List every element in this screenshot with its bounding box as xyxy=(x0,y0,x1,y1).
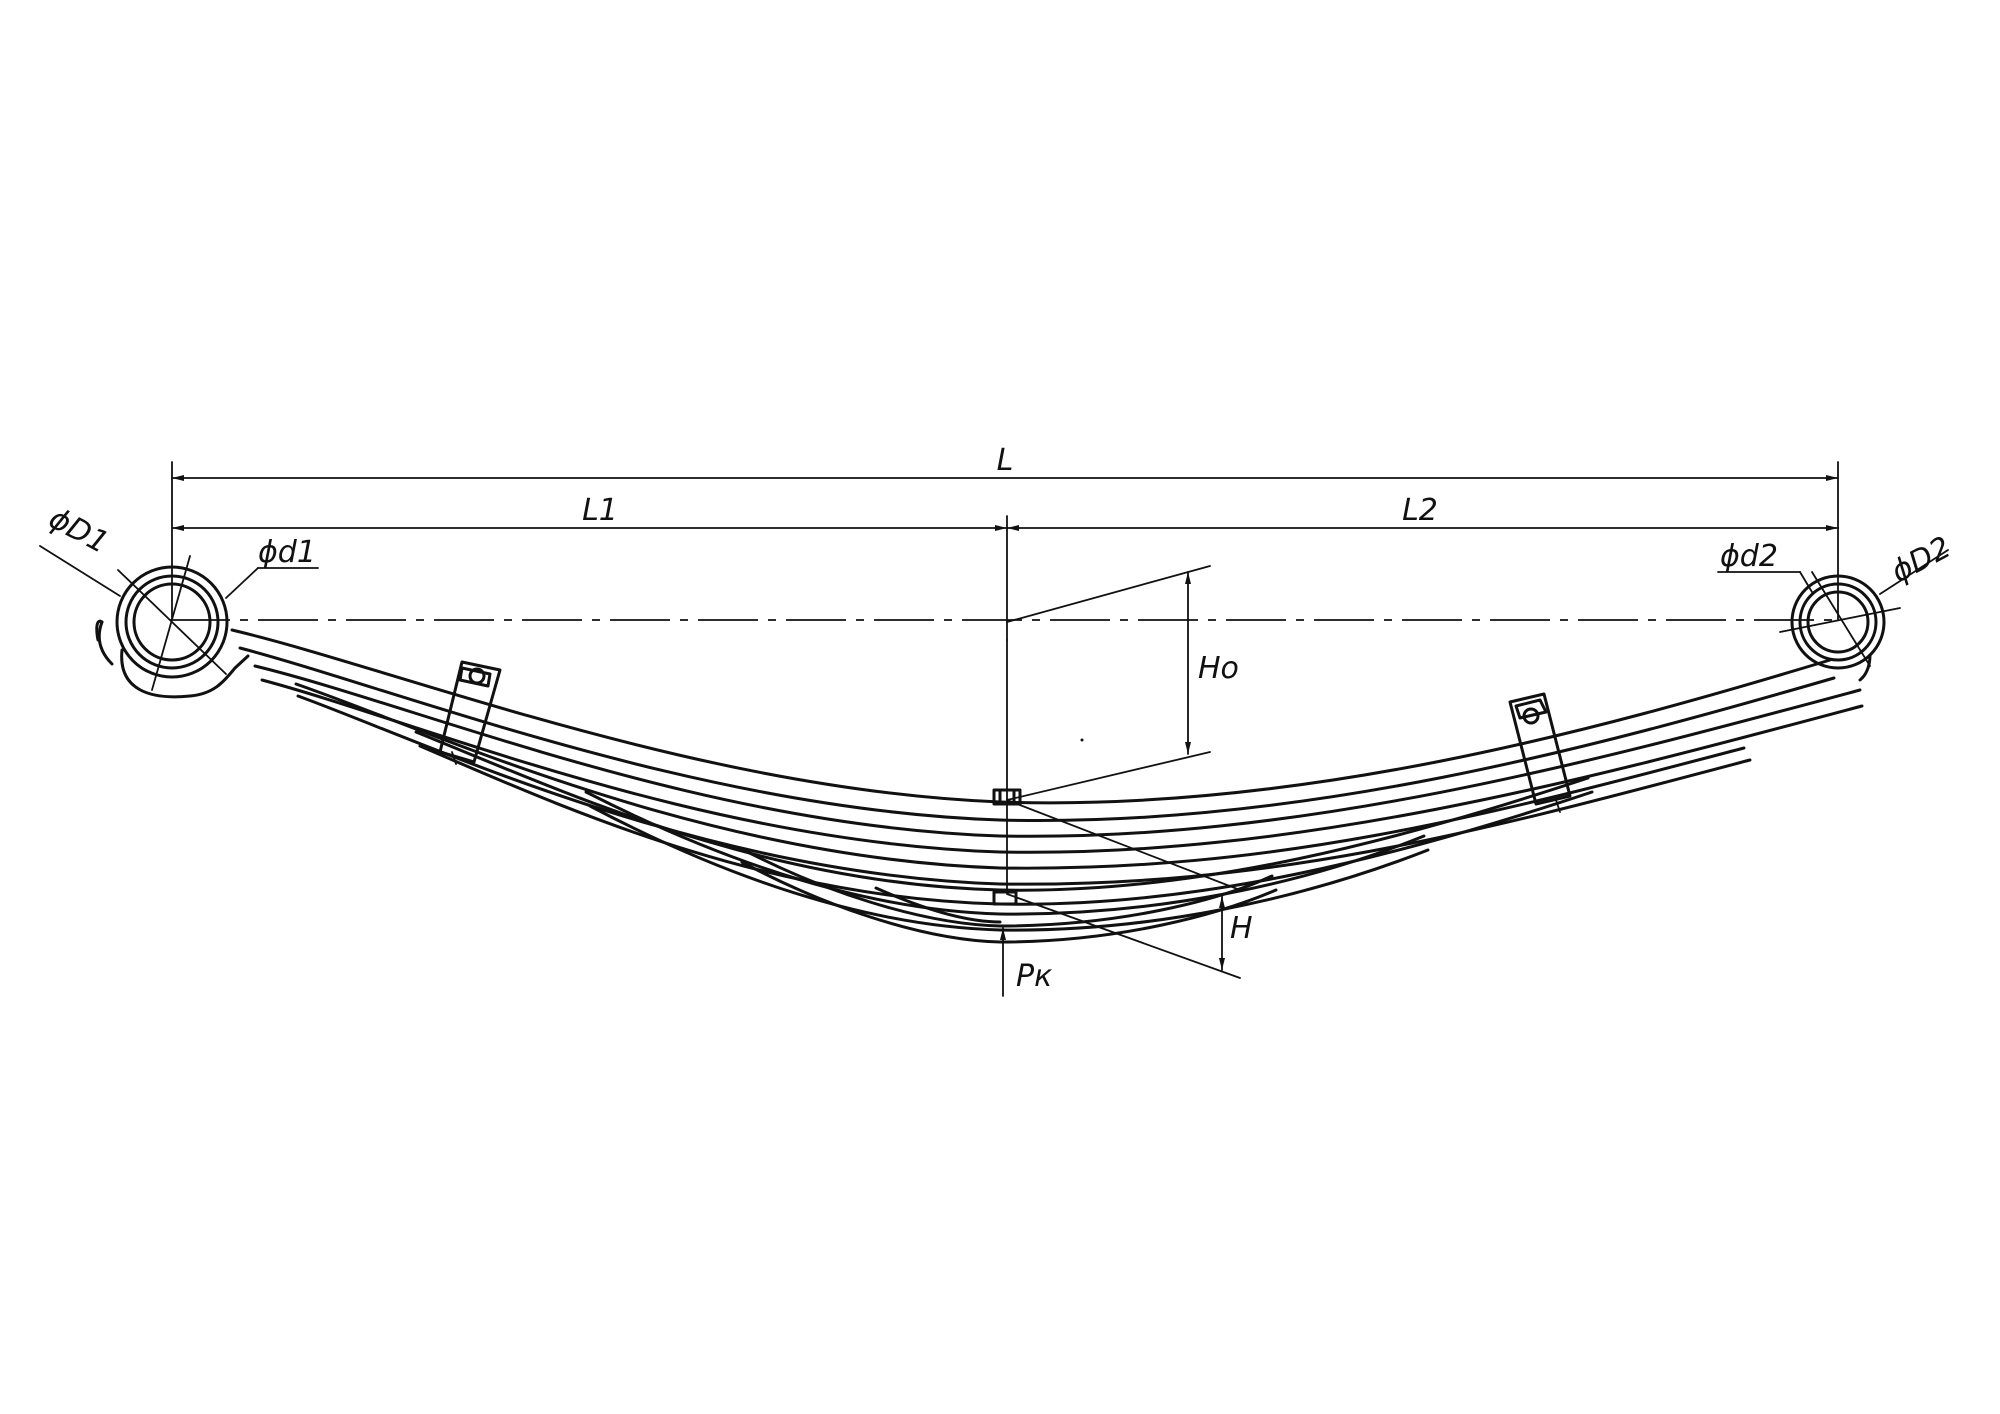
dimension-L1-L2: L1 L2 xyxy=(171,493,1839,641)
right-rebound-clip xyxy=(1508,692,1572,813)
stray-dot xyxy=(1080,738,1084,742)
label-H: H xyxy=(1230,911,1253,946)
center-bolt xyxy=(992,639,1022,906)
left-rebound-clip xyxy=(438,660,502,765)
dimension-H: H xyxy=(1006,799,1253,979)
label-L: L xyxy=(997,443,1014,478)
label-d1: ϕd1 xyxy=(258,535,316,570)
load-arrow-Pk: Pк xyxy=(1000,927,1052,997)
label-L1: L1 xyxy=(582,493,618,528)
dimension-Ho: Ho xyxy=(1006,565,1239,801)
dimension-L: L xyxy=(171,443,1839,621)
label-d2: ϕd2 xyxy=(1720,539,1778,574)
right-eye xyxy=(1717,549,1949,682)
label-D1: ϕD1 xyxy=(43,501,114,561)
spring-leaves xyxy=(230,628,1864,944)
label-L2: L2 xyxy=(1402,493,1438,528)
left-eye xyxy=(39,545,319,699)
label-D2: ϕD2 xyxy=(1886,530,1957,590)
label-Pk: Pк xyxy=(1016,959,1052,994)
label-Ho: Ho xyxy=(1198,651,1239,686)
